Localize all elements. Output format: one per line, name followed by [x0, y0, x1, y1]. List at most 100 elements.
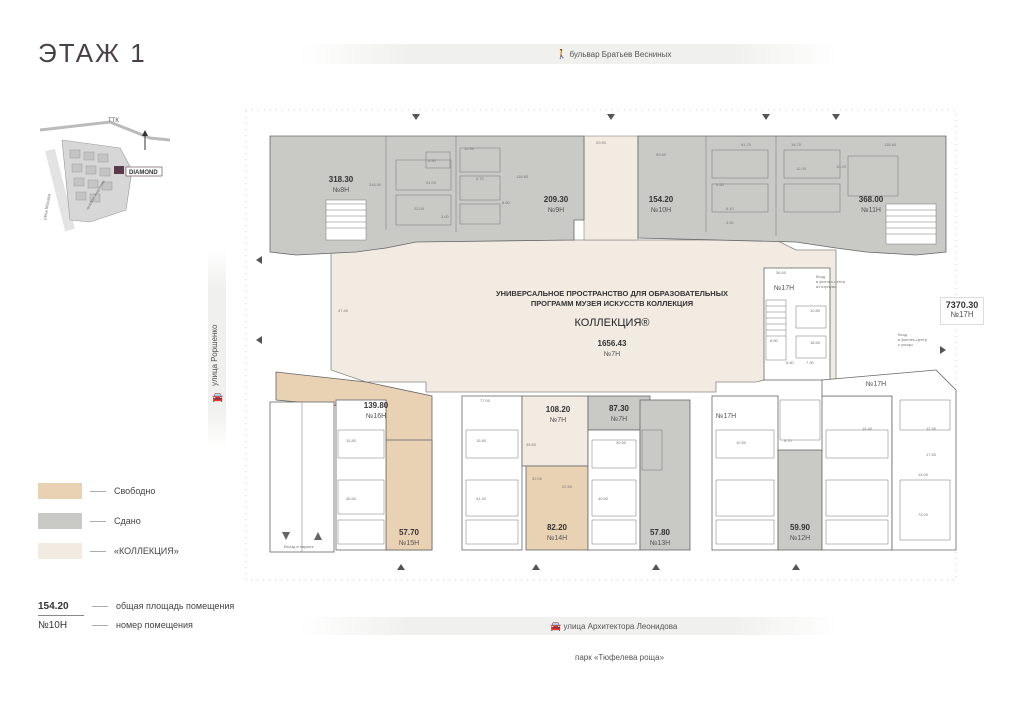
- unit-108-20[interactable]: [521, 395, 589, 467]
- entrance-arrow-icon: [607, 114, 615, 120]
- minimap-blocks: [69, 149, 113, 203]
- legend-swatch-kollektsiya: [38, 543, 82, 559]
- small-area: 45.60: [346, 496, 357, 501]
- unit-label-no: №12Н: [790, 535, 810, 542]
- small-area-labels: 6.90 10.90 5.70 246.00 24.00 8.60 139.80…: [338, 140, 937, 517]
- fitness-note-2c: с улицы: [898, 342, 913, 347]
- car-icon: 🚘: [212, 392, 224, 402]
- north-street-label: бульвар Братьев Весниных: [569, 50, 672, 59]
- unit-label-no: №17Н: [774, 285, 794, 292]
- unit-17h-south-east[interactable]: [821, 369, 957, 551]
- small-area: 18.50: [810, 340, 821, 345]
- unit-label-no: №11Н: [861, 207, 881, 214]
- small-area: 246.00: [369, 182, 382, 187]
- legend-key: 154.20 общая площадь помещения №10Н номе…: [38, 598, 234, 633]
- minimap-river: [45, 148, 75, 232]
- north-east-room-walls: [705, 136, 937, 245]
- unit-label-no: №16Н: [366, 413, 386, 420]
- legend-item-kollektsiya: «КОЛЛЕКЦИЯ»: [38, 540, 179, 562]
- small-area: 22.00: [414, 206, 425, 211]
- small-area: 12.90: [926, 426, 937, 431]
- small-area: 139.80: [516, 174, 529, 179]
- small-area: 32.00: [532, 476, 543, 481]
- unit-318-209-block[interactable]: [269, 135, 585, 256]
- unit-label-no: №13Н: [650, 540, 670, 547]
- car-icon-south: 🚘: [550, 621, 562, 631]
- legend-dash: [92, 605, 108, 607]
- small-area: 39.60: [526, 442, 537, 447]
- minimap-diamond-badge: [125, 166, 163, 177]
- legend-label-rented: Сдано: [114, 516, 141, 526]
- unit-57-80-13h[interactable]: [639, 399, 691, 551]
- small-area: 20.90: [596, 140, 607, 145]
- legend-dash: [90, 490, 106, 492]
- small-area: 4.50: [726, 220, 735, 225]
- small-area: 6.90: [428, 158, 437, 163]
- small-area: 36.60: [776, 270, 787, 275]
- legend-label-kollektsiya: «КОЛЛЕКЦИЯ»: [114, 546, 179, 556]
- small-area: 22.60: [562, 484, 573, 489]
- legend: Свободно Сдано «КОЛЛЕКЦИЯ»: [38, 480, 179, 562]
- small-area: 12.00: [796, 166, 807, 171]
- small-area: 40.60: [598, 496, 609, 501]
- minimap-diamond-label: DIAMOND: [129, 170, 158, 176]
- minimap-ttk-road: [40, 120, 170, 142]
- west-street-band: [208, 250, 226, 450]
- small-area: 135.60: [884, 142, 897, 147]
- unit-label-no: №10Н: [651, 207, 671, 214]
- small-area: 15.80: [476, 438, 487, 443]
- south-central-walls: [465, 429, 663, 545]
- small-area: 5.70: [476, 176, 485, 181]
- unit-label-area: 154.20: [649, 195, 674, 204]
- entrance-arrow-icon: [940, 346, 946, 354]
- unit-label-area: 57.80: [650, 528, 671, 537]
- legend-sample-no: №10Н: [38, 619, 68, 631]
- entrance-arrow-icon: [256, 256, 262, 264]
- page-title: ЭТАЖ 1: [38, 38, 147, 68]
- legend-key-divider: [38, 615, 84, 616]
- unit-label-area: 108.20: [546, 405, 571, 414]
- legend-key-area: 154.20 общая площадь помещения: [38, 598, 234, 614]
- legend-swatch-free: [38, 483, 82, 499]
- legend-key-no: №10Н номер помещения: [38, 617, 234, 633]
- unit-57-70-15h[interactable]: [385, 439, 433, 551]
- small-area: 18.70: [791, 142, 802, 147]
- atrium-area: 1656.43: [598, 339, 627, 348]
- fitness-note-2b: в фитнес-центр: [898, 337, 928, 342]
- small-area: 24.00: [426, 180, 437, 185]
- minimap-river-label: река Москва: [42, 193, 52, 220]
- parking-arrow-icon: [282, 532, 290, 540]
- unit-label-no: №17Н: [866, 381, 886, 388]
- small-area: 5.50: [716, 182, 725, 187]
- sw-lobby-walls: [337, 429, 385, 545]
- small-area: 93.60: [656, 152, 667, 157]
- small-area: 5.80: [786, 360, 795, 365]
- entrance-arrow-icon: [397, 564, 405, 570]
- atrium-heading-2: ПРОГРАММ МУЗЕЯ ИСКУССТВ КОЛЛЕКЦИЯ: [531, 299, 693, 308]
- unit-17h-east-walls: [765, 299, 827, 361]
- total-area: 7370.30: [945, 300, 979, 310]
- minimap-diamond-marker: [114, 166, 124, 174]
- entrance-arrow-icon: [256, 336, 262, 344]
- north-street-band: [300, 44, 840, 64]
- unit-label-area: 82.20: [547, 523, 568, 532]
- fitness-note-1c: из атриума: [816, 284, 837, 289]
- south-street: 🚘 улица Архитектора Леонидова: [550, 621, 677, 632]
- small-area: 10.90: [464, 146, 475, 151]
- fitness-note-1a: Вход: [816, 274, 826, 279]
- south-east-walls: [715, 399, 951, 545]
- atrium-heading-1: УНИВЕРСАЛЬНОЕ ПРОСТРАНСТВО ДЛЯ ОБРАЗОВАТ…: [496, 289, 728, 298]
- south-block-d: [821, 395, 893, 551]
- kollektsiya-brand: КОЛЛЕКЦИЯ®: [575, 317, 650, 329]
- fitness-note-1b: в фитнес-центр: [816, 279, 846, 284]
- legend-item-rented: Сдано: [38, 510, 179, 532]
- legend-dash: [92, 624, 108, 626]
- unit-154-368-block[interactable]: [637, 135, 947, 256]
- small-area: 14.00: [918, 472, 929, 477]
- small-area: 3.60: [441, 214, 450, 219]
- small-area: 77.00: [480, 398, 491, 403]
- small-area: 6.10: [726, 206, 735, 211]
- total-area-no: №17Н: [950, 310, 974, 319]
- fitness-note-2a: Вход: [898, 332, 908, 337]
- unit-label-area: 368.00: [859, 195, 884, 204]
